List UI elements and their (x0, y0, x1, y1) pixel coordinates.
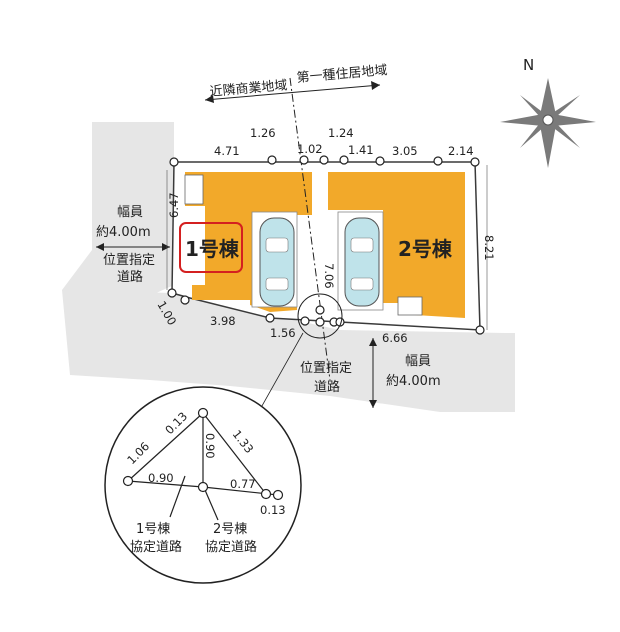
dim-top-4-71: 4.71 (214, 144, 240, 158)
dim-top-1-02: 1.02 (297, 142, 323, 156)
dim-top-1-41: 1.41 (348, 143, 374, 157)
dim-center-7-06: 7.06 (322, 263, 336, 289)
detail-0-90-vertical: 0.90 (203, 433, 217, 459)
detail-road2-line2: 協定道路 (205, 539, 257, 555)
zoning-arrow-left-head (205, 95, 214, 103)
detail-0-77: 0.77 (230, 477, 256, 491)
south-road-type-line2: 道路 (314, 379, 340, 395)
building-2-label: 2号棟 (398, 237, 453, 261)
dim-top-1-26: 1.26 (250, 126, 276, 140)
compass-rose-icon (500, 78, 596, 168)
zoning-arrow-right-head (371, 81, 380, 90)
south-road (62, 290, 515, 412)
zoning-right-label: 第一種住居地域 (296, 62, 388, 86)
building-1-label: 1号棟 (185, 237, 240, 261)
detail-road1-line1: 1号棟 (136, 522, 170, 537)
zoning-boundary-line (289, 77, 331, 381)
zoning-arrow (204, 84, 381, 101)
dim-bottom-1-56: 1.56 (270, 326, 296, 340)
west-road-width-label: 幅員 (117, 205, 143, 220)
detail-leader-line (257, 332, 304, 414)
detail-vertex-markers (122, 407, 284, 501)
detail-0-90-horizontal: 0.90 (148, 471, 174, 485)
dim-top-2-14: 2.14 (448, 144, 474, 158)
building-1-highlight (179, 222, 243, 273)
south-road-width-arrow-head-top (369, 338, 377, 346)
detail-road2-line1: 2号棟 (213, 522, 247, 537)
south-road-type-line1: 位置指定 (300, 361, 352, 376)
south-road-width-label: 幅員 (405, 354, 431, 369)
car-2-icon (344, 217, 380, 307)
west-road-width-value: 約4.00m (96, 225, 151, 240)
building-1-notch (184, 174, 204, 205)
south-road-width-value: 約4.00m (386, 374, 441, 389)
detail-road1-line2: 協定道路 (130, 539, 182, 555)
detail-0-13-bottom: 0.13 (260, 503, 286, 517)
dim-bottom-3-98: 3.98 (210, 314, 236, 328)
dim-left-6-47: 6.47 (167, 192, 181, 218)
south-road-width-arrow-head-bottom (369, 400, 377, 408)
west-road-width-arrow-head-left (96, 243, 104, 251)
detail-source-circle (297, 293, 343, 339)
compass-north-label: N (523, 56, 534, 74)
west-road (62, 122, 174, 298)
car-1-icon (259, 217, 295, 307)
zoning-left-label: 近隣商業地域 (209, 77, 288, 100)
dim-top-3-05: 3.05 (392, 144, 418, 158)
dim-top-1-24: 1.24 (328, 126, 354, 140)
building-2 (328, 172, 465, 318)
building-2-notch (397, 296, 423, 316)
dim-right-8-21: 8.21 (482, 235, 496, 261)
west-road-width-arrow-head-right (162, 243, 170, 251)
lot-vertex-markers (167, 155, 485, 335)
west-road-type-line1: 位置指定 (103, 253, 155, 268)
west-road-type-line2: 道路 (117, 269, 143, 285)
dim-bottom-6-66: 6.66 (382, 331, 408, 345)
